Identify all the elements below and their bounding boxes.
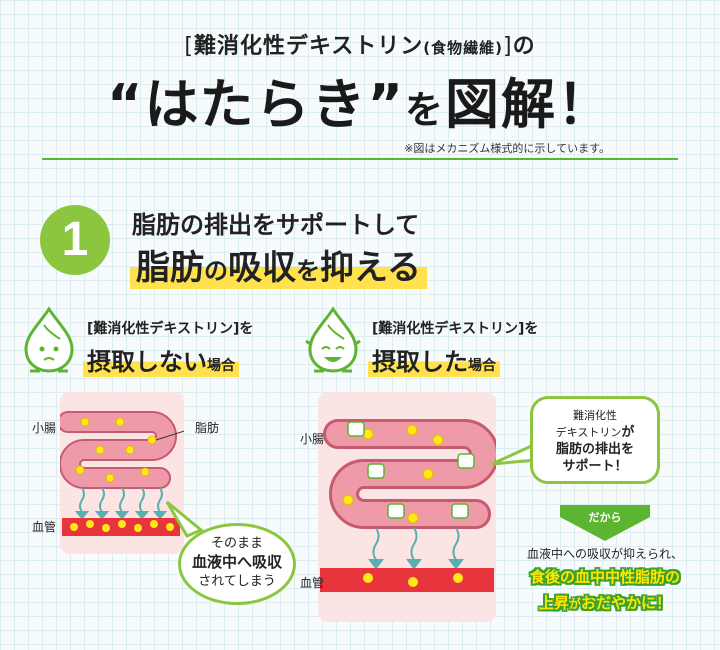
heading-absorption: 吸収: [228, 248, 296, 288]
diagram-right-illustration: [320, 419, 496, 592]
subtitle-paren: (食物繊維): [423, 39, 504, 57]
bubble-right: 難消化性 デキストリンが 脂肪の排出を サポート！: [530, 396, 660, 484]
down-arrow-icon: [560, 505, 650, 541]
result-line3-a: 上昇: [538, 594, 569, 612]
label-small-intestine-right: 小腸: [300, 432, 325, 446]
case-left-subtitle: [難消化性デキストリン]を: [87, 321, 254, 337]
bubble-left: そのまま 血液中へ吸収 されてしまう: [178, 523, 296, 605]
happy-mascot-icon: [305, 306, 361, 373]
subtitle: [難消化性デキストリン(食物繊維)]の: [0, 28, 720, 60]
divider: [42, 158, 678, 160]
bracket-open: [: [184, 34, 194, 59]
case-left-title-main: 摂取しない: [87, 348, 207, 376]
bubble-left-line1: そのまま: [210, 536, 263, 551]
subtitle-main: 難消化性デキストリン: [193, 34, 424, 59]
case-left-title: 摂取しない場合: [83, 342, 239, 377]
case-right-title: 摂取した場合: [368, 342, 500, 377]
heading-fat: 脂肪: [136, 248, 204, 288]
case-right-title-tail: 場合: [468, 358, 496, 374]
bubble-right-line1: 難消化性: [573, 409, 617, 422]
section-heading-line1: 脂肪の排出をサポートして: [132, 211, 420, 239]
sad-mascot-icon: [24, 306, 74, 373]
bubble-left-tail: [165, 500, 204, 538]
headline-tail: 図解！: [444, 73, 613, 136]
result-line3-c: おだやかに！: [581, 594, 672, 612]
result-line1: 血液中への吸収が抑えられ、: [526, 547, 684, 561]
result-line3: 上昇がおだやかに！: [505, 592, 705, 613]
bubble-right-line3: 脂肪の排出を: [555, 442, 634, 457]
label-blood-vessel: 血管: [32, 520, 57, 534]
bubble-left-line2: 血液中へ吸収: [191, 553, 282, 571]
case-right-subtitle: [難消化性デキストリン]を: [372, 321, 539, 337]
result-line2: 食後の血中中性脂肪の: [529, 568, 680, 586]
arrow-label: だから: [588, 511, 622, 524]
subtitle-tail: の: [512, 34, 536, 59]
bubble-right-line4: サポート！: [562, 459, 628, 474]
label-blood-vessel-right: 血管: [300, 576, 325, 590]
bubble-right-line2: デキストリン: [555, 426, 622, 439]
result-line3-b: が: [568, 597, 581, 611]
disclaimer-note: ※図はメカニズム様式的に示しています。: [404, 142, 610, 155]
bubble-right-line2-tail: が: [621, 425, 635, 440]
heading-particle-wo: を: [296, 257, 320, 285]
headline-particle: を: [404, 88, 445, 132]
case-right-title-main: 摂取した: [372, 348, 468, 376]
heading-suppress: 抑える: [320, 248, 421, 288]
heading-particle-no: の: [204, 257, 228, 285]
label-fat: 脂肪: [195, 421, 220, 435]
bracket-close: ]: [503, 34, 513, 59]
headline-main: “はたらき”: [107, 73, 405, 136]
label-small-intestine: 小腸: [32, 421, 57, 435]
section-number-badge: 1: [40, 205, 110, 275]
section-heading-line2: 脂肪の吸収を抑える: [130, 240, 427, 289]
diagram-left-illustration: [60, 411, 184, 536]
bubble-left-line3: されてしまう: [198, 574, 276, 589]
page-title: “はたらき”を図解！: [0, 60, 720, 139]
case-left-title-tail: 場合: [207, 358, 235, 374]
